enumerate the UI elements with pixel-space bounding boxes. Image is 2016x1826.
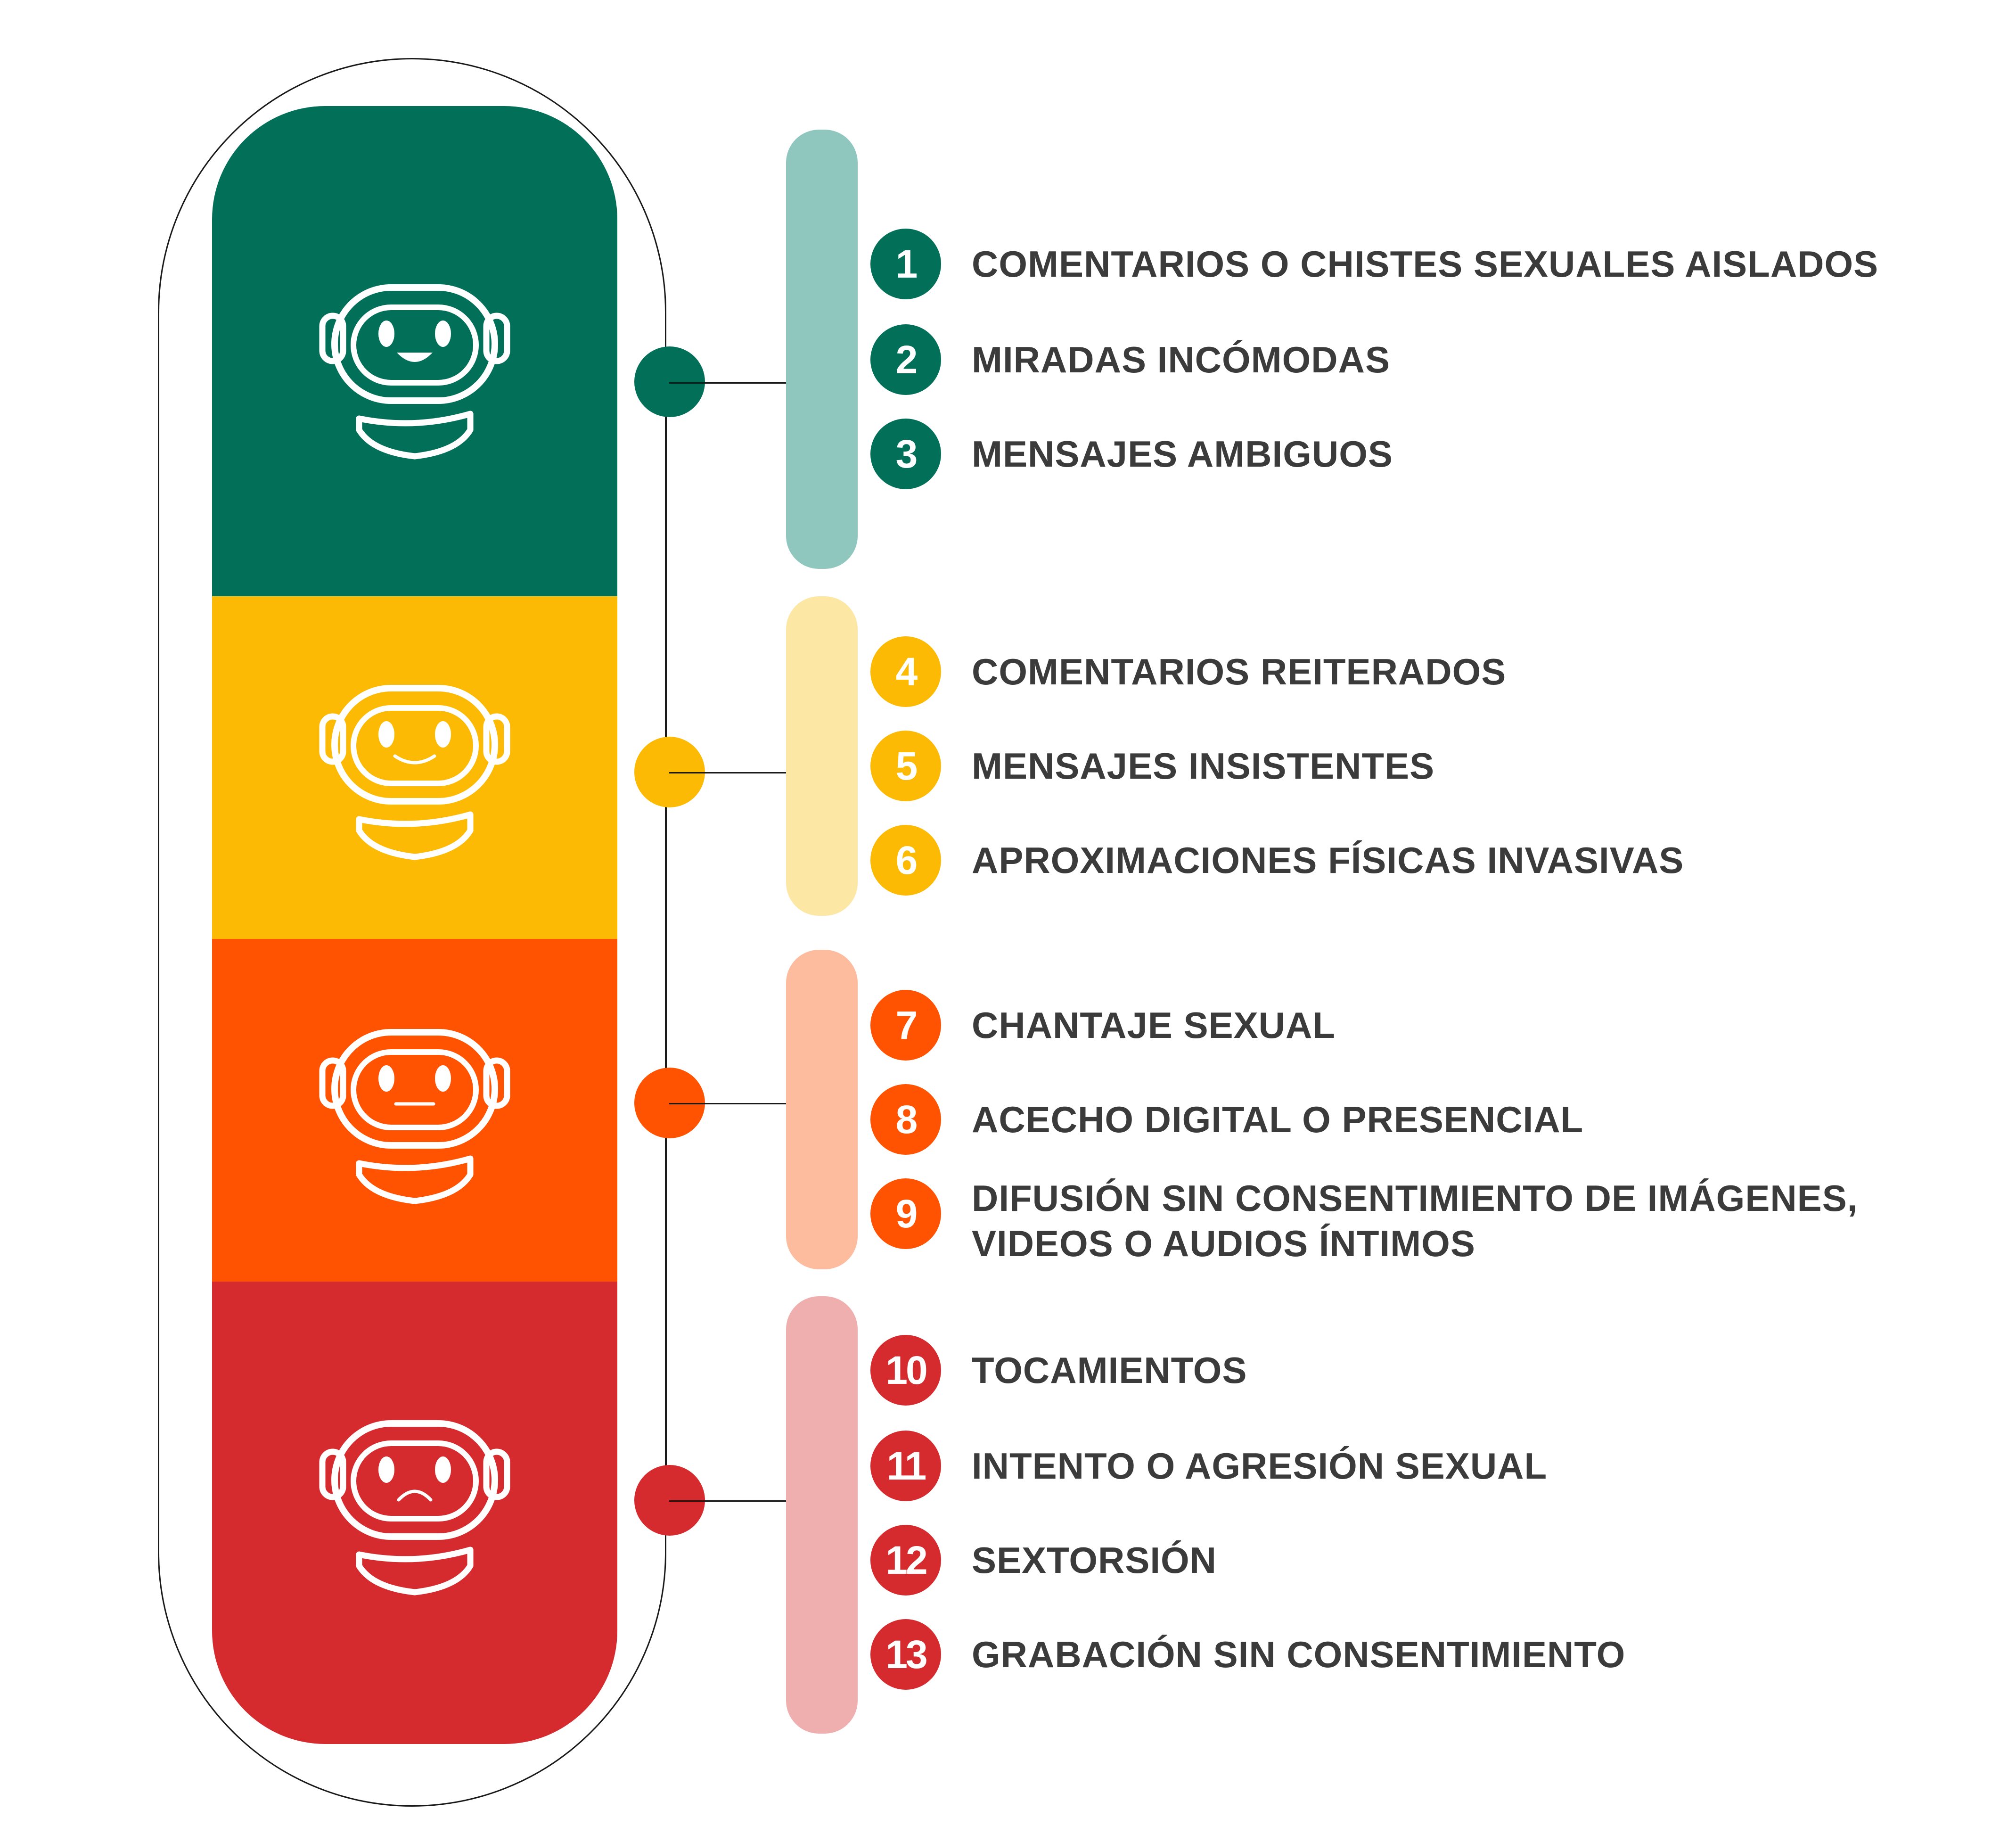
group-bar-orange (786, 950, 858, 1269)
band-orange (212, 939, 617, 1282)
number-badge: 6 (870, 825, 941, 896)
item-label-line2: VIDEOS O AUDIOS ÍNTIMOS (972, 1223, 1475, 1264)
number-badge: 10 (870, 1335, 941, 1406)
number-badge: 5 (870, 731, 941, 801)
item-label: MENSAJES AMBIGUOS (972, 433, 1393, 475)
robot-smile-icon (319, 685, 510, 860)
number-badge: 1 (870, 229, 941, 299)
item-label: TOCAMIENTOS (972, 1349, 1247, 1391)
number-badge: 2 (870, 324, 941, 395)
item-label: MENSAJES INSISTENTES (972, 745, 1435, 787)
number-badge: 9 (870, 1178, 941, 1249)
item-label: COMENTARIOS O CHISTES SEXUALES AISLADOS (972, 243, 1879, 285)
number-badge: 12 (870, 1525, 941, 1596)
group-bar-green (786, 130, 858, 569)
number-badge: 13 (870, 1619, 941, 1690)
item-label: MIRADAS INCÓMODAS (972, 339, 1390, 380)
number-badge: 3 (870, 419, 941, 489)
item-label: COMENTARIOS REITERADOS (972, 651, 1507, 692)
severity-column (212, 106, 617, 1744)
connector-line (669, 772, 787, 773)
item-label: CHANTAJE SEXUAL (972, 1004, 1336, 1046)
connector-line (669, 382, 787, 384)
band-yellow (212, 596, 617, 939)
number-badge: 4 (870, 636, 941, 707)
number-badge: 11 (870, 1431, 941, 1501)
group-bar-yellow (786, 596, 858, 916)
number-badge: 7 (870, 990, 941, 1061)
item-label: INTENTO O AGRESIÓN SEXUAL (972, 1445, 1548, 1487)
item-label: APROXIMACIONES FÍSICAS INVASIVAS (972, 839, 1684, 881)
item-label: GRABACIÓN SIN CONSENTIMIENTO (972, 1634, 1626, 1675)
item-label: ACECHO DIGITAL O PRESENCIAL (972, 1099, 1584, 1140)
robot-sad-icon (319, 1420, 510, 1596)
robot-happy-icon (319, 284, 510, 460)
band-green (212, 106, 617, 596)
connector-line-vertical (665, 351, 667, 1501)
item-label-line1: DIFUSIÓN SIN CONSENTIMIENTO DE IMÁGENES, (972, 1177, 1858, 1219)
number-badge: 8 (870, 1084, 941, 1155)
group-bar-red (786, 1296, 858, 1734)
item-label: SEXTORSIÓN (972, 1539, 1217, 1581)
level-dot-green (634, 346, 705, 417)
connector-line (669, 1500, 787, 1502)
connector-line (669, 1103, 787, 1104)
band-red (212, 1282, 617, 1744)
robot-neutral-icon (319, 1029, 510, 1204)
